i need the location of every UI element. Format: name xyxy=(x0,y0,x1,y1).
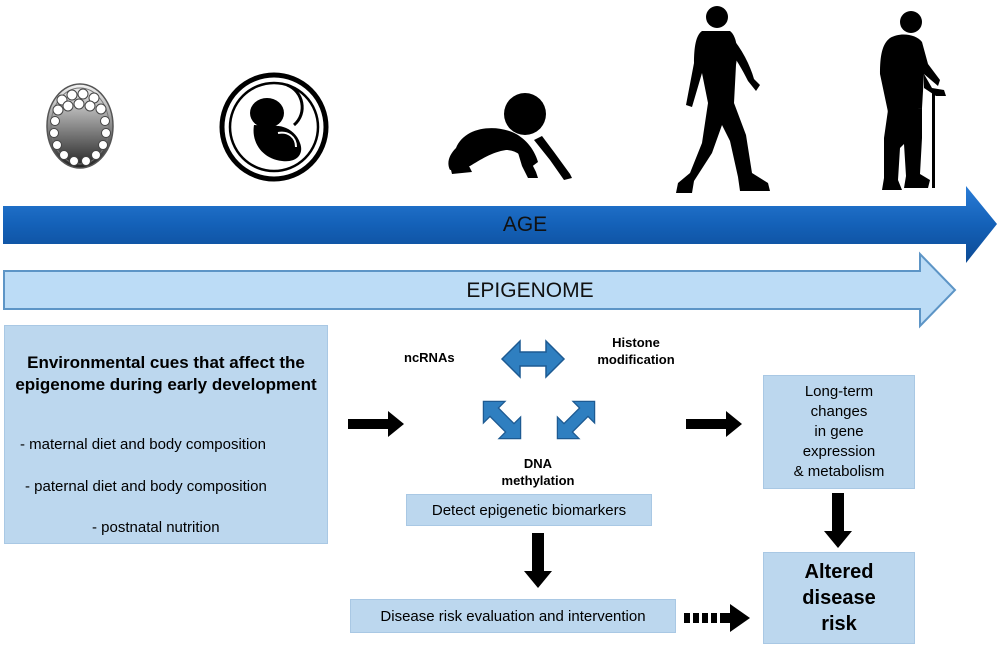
label-dna-methylation: DNA methylation xyxy=(501,456,575,488)
disease-risk-evaluation-box: Disease risk evaluation and intervention xyxy=(350,599,676,633)
environmental-cues-title: Environmental cues that affect the epige… xyxy=(15,353,317,394)
label-ncrnas: ncRNAs xyxy=(404,350,455,365)
arrow-marks-to-long-term xyxy=(686,411,742,437)
double-arrow-histone-dna-icon xyxy=(556,400,596,440)
arrow-long-term-down xyxy=(824,493,852,548)
double-arrow-ncrna-dna-icon xyxy=(482,400,522,440)
environmental-cues-box: Environmental cues that affect the epige… xyxy=(4,325,328,544)
cue-paternal-diet: - paternal diet and body composition xyxy=(25,478,267,495)
altered-disease-risk-box: Altered disease risk xyxy=(763,552,915,644)
cue-maternal-diet: - maternal diet and body composition xyxy=(20,436,266,453)
age-label: AGE xyxy=(502,213,548,236)
long-term-changes-box: Long-term changes in gene expression & m… xyxy=(763,375,915,489)
cue-postnatal-nutrition: - postnatal nutrition xyxy=(92,519,220,536)
fetus-icon xyxy=(219,72,329,182)
arrow-biomarkers-down xyxy=(524,533,552,588)
embryo-morula-icon xyxy=(46,83,114,169)
elderly-person-with-cane-icon xyxy=(880,11,946,190)
label-histone-modification: Histone modification xyxy=(597,335,675,367)
age-arrow xyxy=(3,186,997,263)
arrow-cues-to-marks xyxy=(348,411,404,437)
epigenome-label: EPIGENOME xyxy=(466,279,594,302)
walking-adult-icon xyxy=(676,6,770,193)
double-arrow-ncrna-histone-icon xyxy=(500,339,566,379)
crawling-baby-icon xyxy=(448,93,572,180)
epigenome-arrow xyxy=(3,251,957,329)
detect-biomarkers-box: Detect epigenetic biomarkers xyxy=(406,494,652,526)
dashed-arrow-to-altered-risk xyxy=(684,604,750,632)
